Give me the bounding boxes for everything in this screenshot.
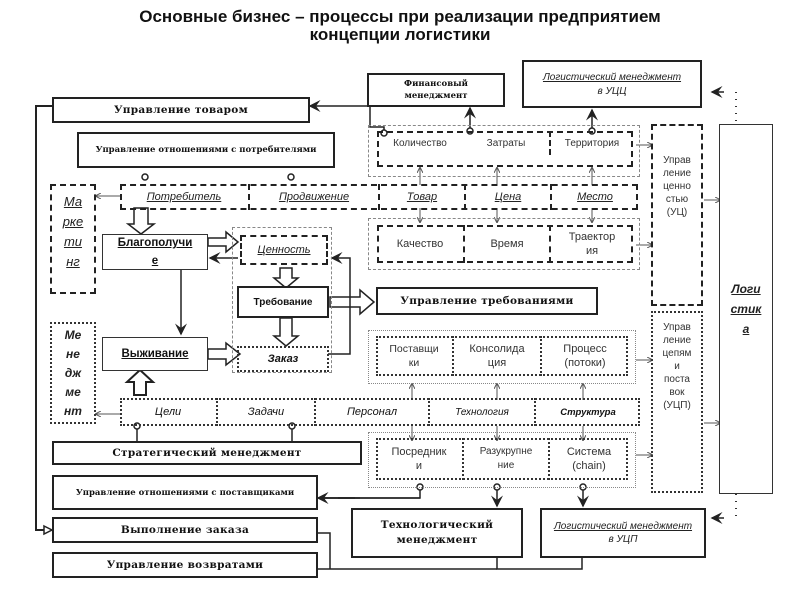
marketing-box[interactable]: Ма рке ти нг — [50, 184, 96, 294]
factor-intermediaries: Посредник и — [391, 446, 447, 472]
logistics-management-ucp-box[interactable]: Логистический менеджмент в УЦП — [540, 508, 706, 558]
lower-factors-group — [368, 432, 636, 488]
order-label: Заказ — [267, 353, 299, 365]
technological-management-label: Технологический менеджмент — [380, 519, 494, 546]
title-line-2: концепции логистики — [309, 25, 491, 44]
title-line-1: Основные бизнес – процессы при реализаци… — [139, 7, 661, 26]
middle-factors-group — [368, 218, 640, 270]
hollow-arrow-consumer-wellbeing — [125, 207, 157, 235]
requirements-management-label: Управление требованиями — [400, 295, 574, 307]
chain-factors-row — [376, 336, 628, 376]
factor-suppliers: Поставщи ки — [389, 343, 439, 369]
product-management-label: Управление товаром — [113, 104, 248, 116]
customer-relations-label: Управление отношениями с потребителями — [95, 145, 317, 155]
link-fulfillment-arrow — [43, 524, 54, 536]
product-management-box[interactable]: Управление товаром — [52, 97, 310, 123]
strategic-management-box[interactable]: Стратегический менеджмент — [52, 441, 362, 465]
factor-time: Время — [463, 225, 549, 263]
factor-quality: Качество — [396, 238, 444, 250]
element-personnel[interactable]: Персонал — [314, 398, 428, 426]
financial-management-label: Финансовый менеджмент — [404, 79, 468, 101]
customer-relations-box[interactable]: Управление отношениями с потребителями — [77, 132, 335, 168]
value-label: Ценность — [257, 244, 311, 256]
requirements-management-box[interactable]: Управление требованиями — [376, 287, 598, 315]
middle-factors-row — [377, 225, 633, 263]
returns-management-label: Управление возвратами — [106, 559, 264, 571]
logistics-management-ucc-suffix: в УЦЦ — [597, 85, 627, 97]
logistics-management-ucp-suffix: в УЦП — [608, 534, 638, 545]
supplier-relations-label: Управление отношениями с поставщиками — [75, 487, 295, 498]
factor-trajectory: Траектор ия — [549, 225, 633, 263]
upper-factors-group — [368, 125, 640, 177]
factor-system-chain: Система (chain) — [548, 438, 628, 480]
supply-chain-management-box[interactable]: Управ ление цепям и поста вок (УЦП) — [651, 311, 703, 493]
requirement-label: Требование — [253, 296, 313, 308]
factor-costs: Затраты — [486, 137, 526, 149]
technological-management-box[interactable]: Технологический менеджмент — [351, 508, 523, 558]
value-box[interactable]: Ценность — [240, 235, 328, 265]
survival-label: Выживание — [121, 348, 189, 360]
mix-consumer[interactable]: Потребитель — [146, 191, 222, 203]
mix-product[interactable]: Товар — [378, 184, 464, 210]
value-management-box[interactable]: Управ ление ценно стью (УЦ) — [651, 124, 703, 306]
factor-territory: Территория — [549, 131, 633, 155]
factor-disaggregation: Разукрупне ние — [462, 438, 548, 480]
wellbeing-box[interactable]: Благополучи е — [102, 234, 208, 270]
financial-management-box[interactable]: Финансовый менеджмент — [367, 73, 505, 107]
order-fulfillment-box[interactable]: Выполнение заказа — [52, 517, 318, 543]
order-box[interactable]: Заказ — [237, 346, 329, 372]
strategic-management-label: Стратегический менеджмент — [112, 447, 302, 459]
chain-factors-group — [368, 330, 636, 384]
logistics-management-ucc-box[interactable]: Логистический менеджмент в УЦЦ — [522, 60, 702, 108]
hollow-arrow-goals-survival — [124, 368, 156, 396]
management-box[interactable]: Ме не дж ме нт — [50, 322, 96, 424]
upper-factors-row — [377, 131, 633, 167]
hollow-arrow-requirement-management — [329, 288, 376, 316]
logistics-management-ucc-link[interactable]: Логистический менеджмент — [542, 71, 682, 83]
supplier-relations-box[interactable]: Управление отношениями с поставщиками — [52, 475, 318, 510]
mix-price[interactable]: Цена — [464, 184, 550, 210]
diagram-title: Основные бизнес – процессы при реализаци… — [0, 8, 800, 44]
element-technology[interactable]: Технология — [428, 398, 534, 426]
returns-management-box[interactable]: Управление возвратами — [52, 552, 318, 578]
element-goals[interactable]: Цели — [154, 406, 182, 418]
management-elements-row — [120, 398, 640, 426]
mix-promotion[interactable]: Продвижение — [248, 184, 378, 210]
logistics-box[interactable]: Логи стик а — [719, 124, 773, 494]
value-chain-group — [232, 227, 332, 373]
element-structure[interactable]: Структура — [534, 398, 640, 426]
mix-place[interactable]: Место — [550, 184, 638, 210]
factor-quantity: Количество — [393, 137, 447, 149]
order-fulfillment-label: Выполнение заказа — [120, 524, 250, 536]
factor-consolidation: Консолида ция — [452, 336, 540, 376]
survival-box[interactable]: Выживание — [102, 337, 208, 371]
logistics-management-ucp-link[interactable]: Логистический менеджмент — [553, 521, 693, 532]
requirement-box[interactable]: Требование — [237, 286, 329, 318]
link-product-to-fulfillment — [35, 105, 52, 531]
lower-factors-row — [376, 438, 628, 480]
element-tasks[interactable]: Задачи — [216, 398, 314, 426]
factor-process-flows: Процесс (потоки) — [540, 336, 628, 376]
